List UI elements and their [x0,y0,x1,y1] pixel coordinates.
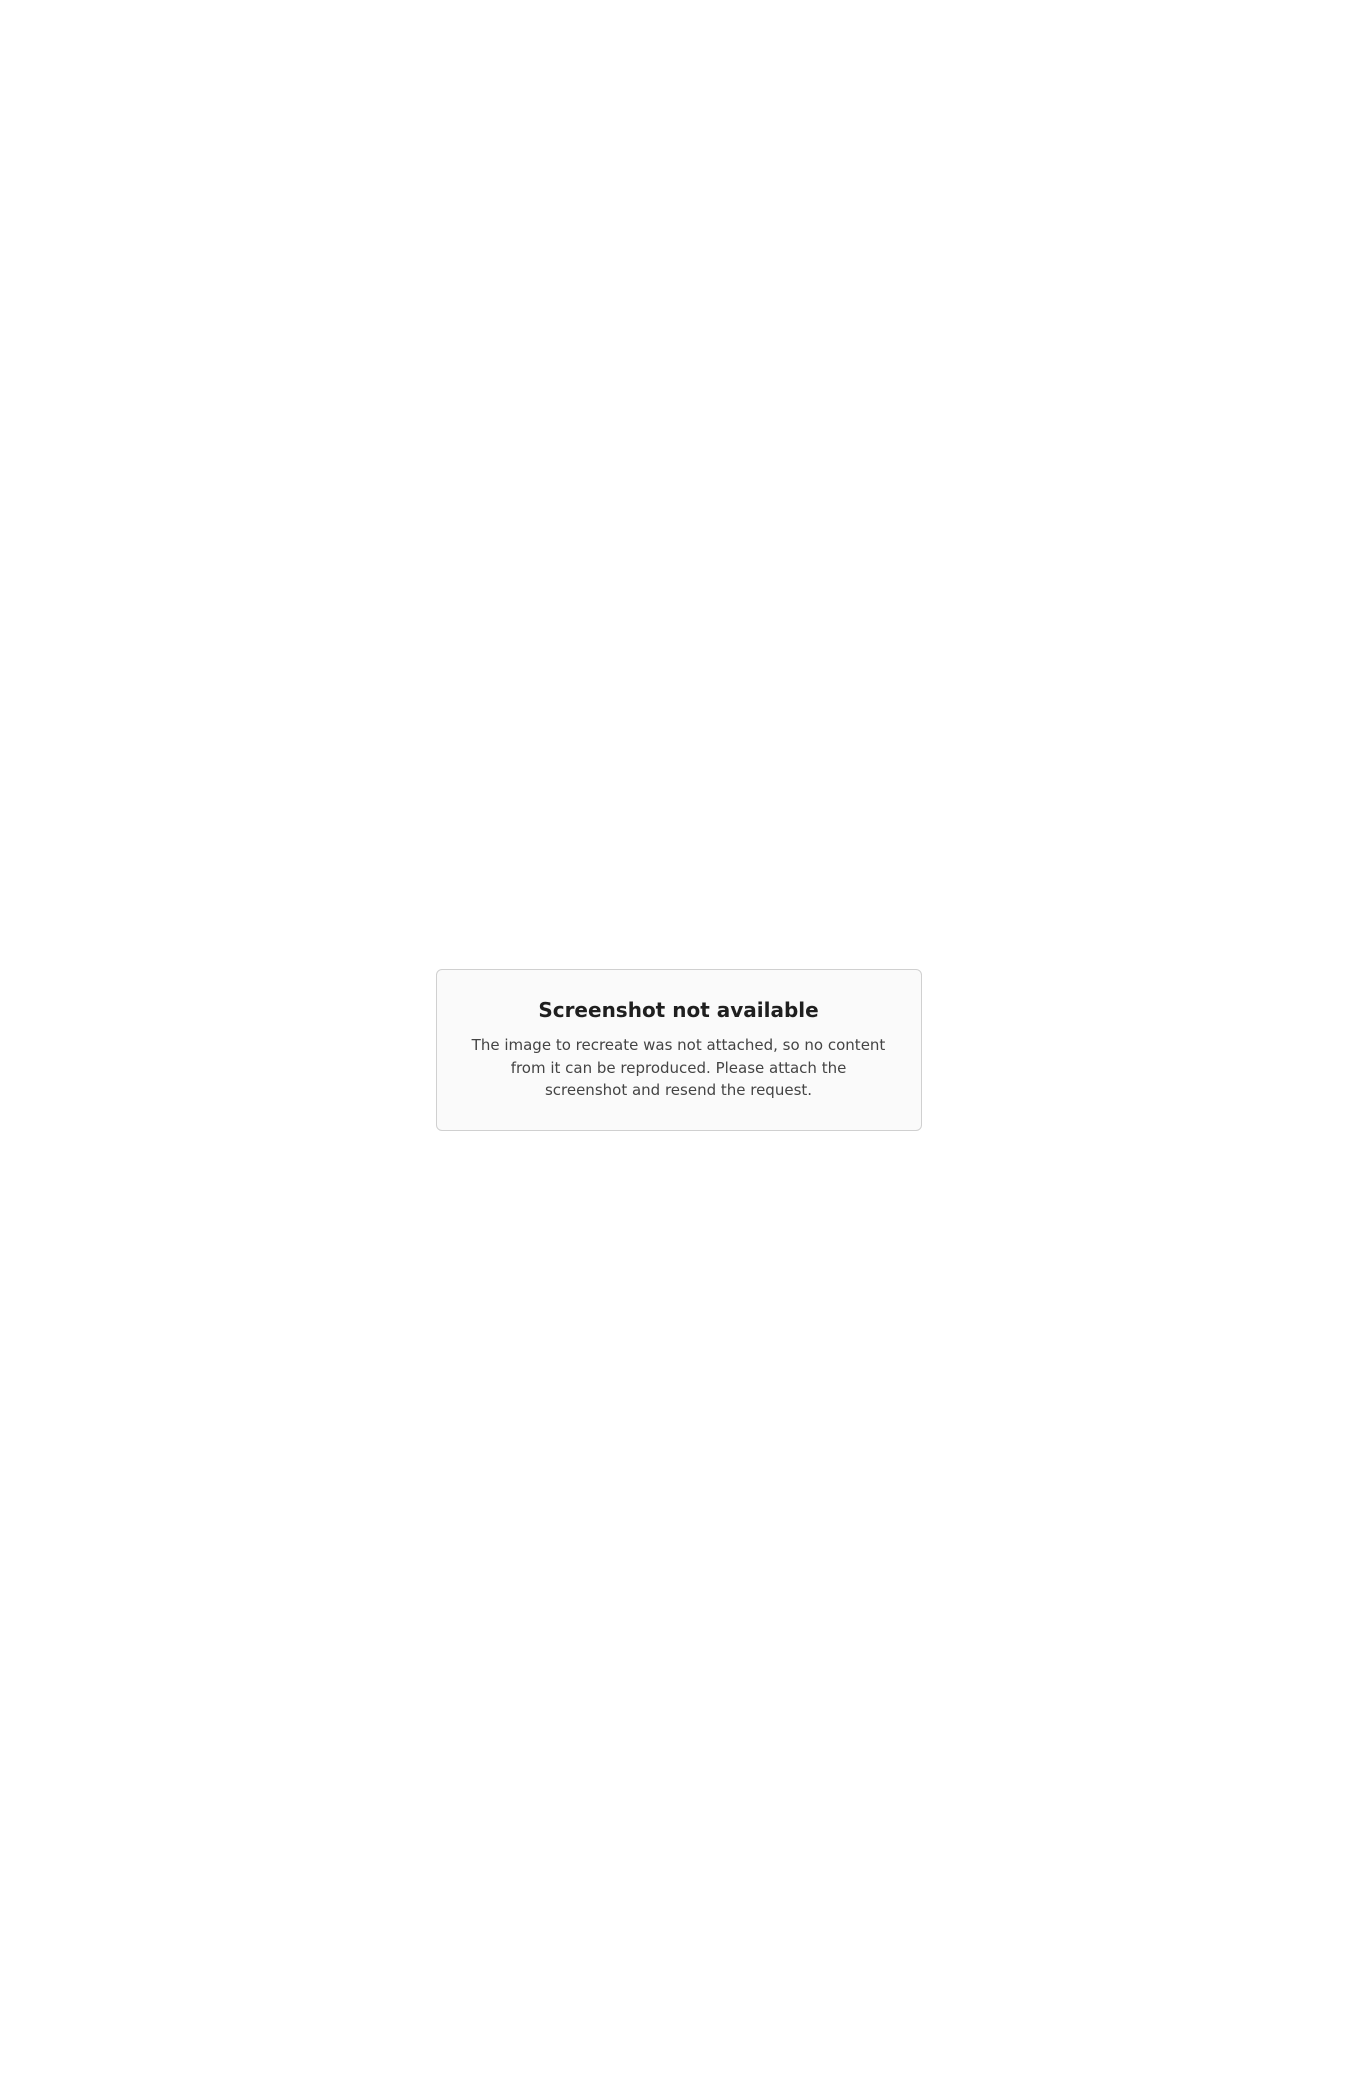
notice-heading: Screenshot not available [538,998,819,1023]
notice-message: The image to recreate was not attached, … [471,1036,886,1100]
missing-image-notice: Screenshot not available The image to re… [435,969,922,1131]
